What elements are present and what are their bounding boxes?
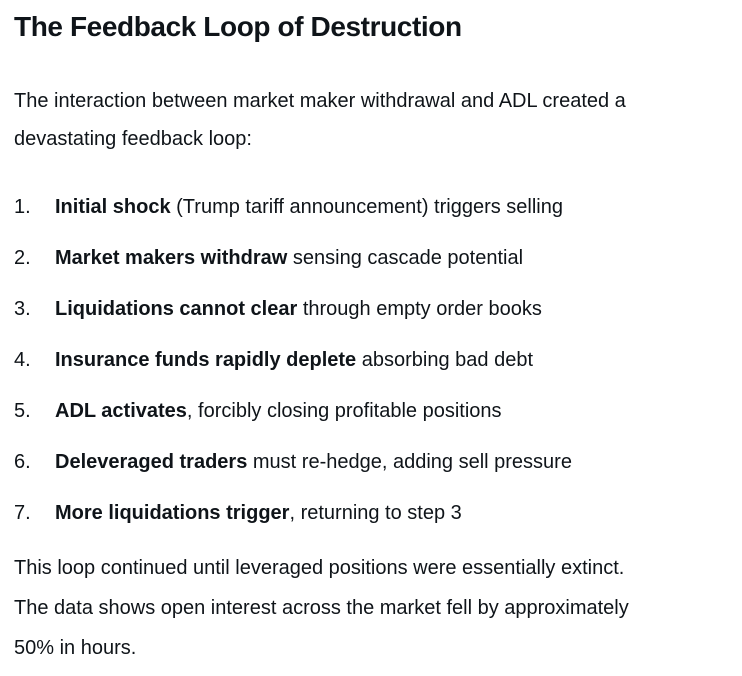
list-item: 3. Liquidations cannot clear through empt…: [14, 298, 702, 320]
list-item: 1. Initial shock (Trump tariff announceme…: [14, 196, 702, 218]
list-item-lead: Market makers withdraw: [55, 247, 288, 269]
list-item-text: (Trump tariff announcement) triggers sel…: [170, 196, 563, 218]
list-item-number: 3.: [14, 298, 31, 320]
list-item-number: 2.: [14, 247, 31, 269]
feedback-loop-list: 1. Initial shock (Trump tariff announceme…: [14, 196, 702, 524]
list-item-text: , forcibly closing profitable positions: [186, 400, 502, 422]
list-item-number: 5.: [14, 400, 31, 422]
list-item-lead: More liquidations trigger: [55, 502, 290, 524]
list-item-lead: Insurance funds rapidly deplete: [55, 349, 357, 371]
list-item-text: absorbing bad debt: [356, 349, 533, 371]
list-item: 6. Deleveraged traders must re-hedge, add…: [14, 451, 702, 473]
list-item-lead: Deleveraged traders: [55, 451, 248, 473]
list-item-lead: Initial shock: [55, 196, 171, 218]
list-item-number: 4.: [14, 349, 31, 371]
list-item-lead: ADL activates: [55, 400, 187, 422]
list-item-text: sensing cascade potential: [287, 247, 524, 269]
list-item: 2. Market makers withdraw sensing cascade…: [14, 247, 702, 269]
list-item: 5. ADL activates, forcibly closing profit…: [14, 400, 702, 422]
list-item-text: through empty order books: [297, 298, 542, 320]
list-item-number: 7.: [14, 502, 31, 524]
intro-paragraph: The interaction between market maker wit…: [14, 90, 626, 150]
list-item: 4. Insurance funds rapidly deplete absorb…: [14, 349, 702, 371]
list-item-text: must re-hedge, adding sell pressure: [247, 451, 572, 473]
page-title: The Feedback Loop of Destruction: [14, 11, 462, 42]
list-item-lead: Liquidations cannot clear: [55, 298, 298, 320]
closing-paragraph: This loop continued until leveraged posi…: [14, 557, 629, 659]
list-item-text: , returning to step 3: [289, 502, 462, 524]
list-item-number: 6.: [14, 451, 31, 473]
list-item: 7. More liquidations trigger, returning t…: [14, 502, 702, 524]
list-item-number: 1.: [14, 196, 31, 218]
